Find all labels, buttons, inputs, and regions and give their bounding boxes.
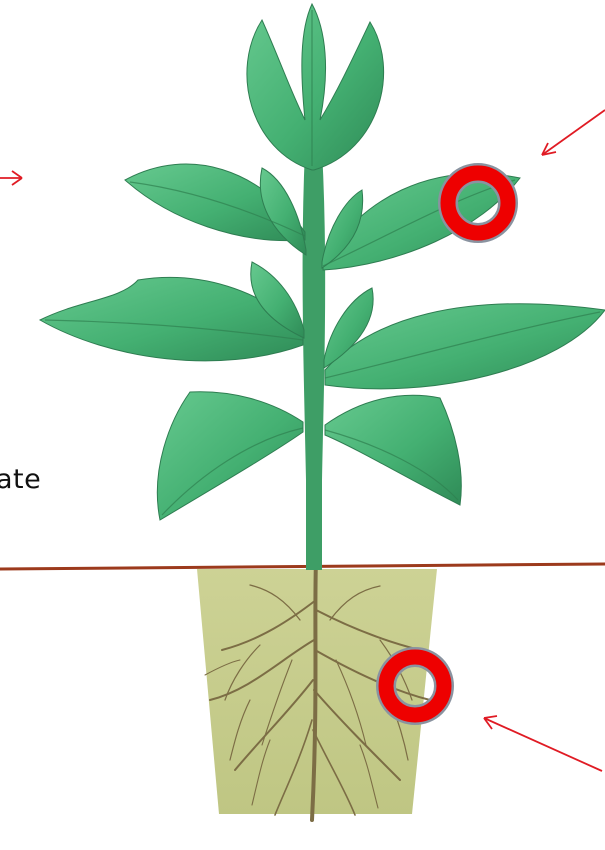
ground-line <box>0 564 605 569</box>
cutoff-label: ate <box>0 464 41 495</box>
top-bud <box>247 4 384 170</box>
leaf-small-left <box>260 168 306 255</box>
leaf-lower-left <box>157 392 303 520</box>
root-arrow <box>484 718 602 771</box>
leaf-arrow <box>542 110 605 155</box>
leaf-lower-right <box>325 395 461 505</box>
stem <box>303 150 326 570</box>
